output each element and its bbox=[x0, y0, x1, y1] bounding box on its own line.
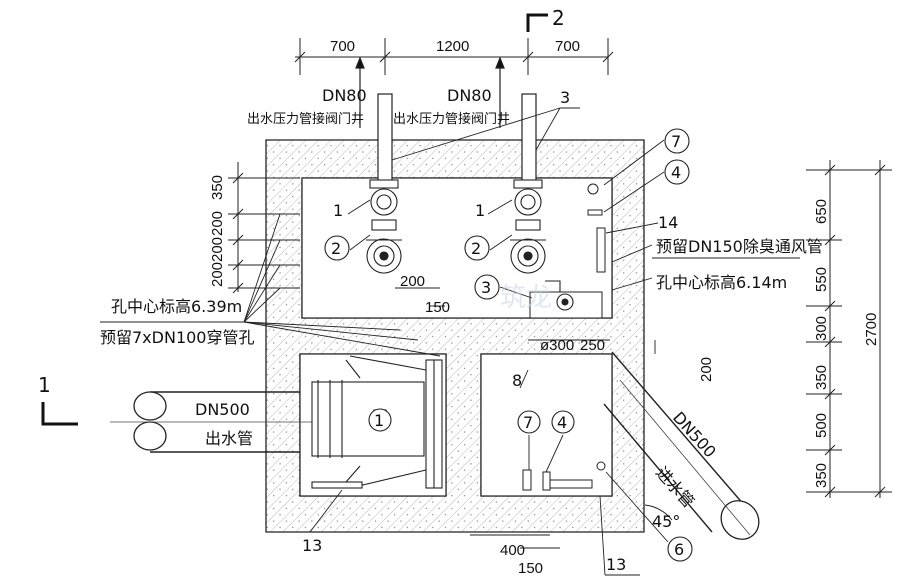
callout-14: 14 bbox=[658, 213, 678, 232]
top-dim-1: 700 bbox=[330, 38, 355, 55]
callout-8: 8 bbox=[512, 371, 522, 390]
callout-4a: 4 bbox=[671, 163, 681, 182]
outlet-pipe-label: 出水管 bbox=[205, 429, 253, 448]
left-dim-4: 200 bbox=[209, 262, 226, 287]
hole-leaders bbox=[100, 213, 441, 357]
outlet-size-label: DN500 bbox=[195, 400, 250, 419]
callout-13a: 13 bbox=[302, 536, 322, 555]
right-dim-5: 500 bbox=[813, 413, 830, 438]
inlet-size-label: DN500 bbox=[669, 408, 720, 461]
inner-dim-300: ø300 bbox=[540, 337, 574, 354]
right-dim-1: 650 bbox=[813, 199, 830, 224]
callout-leaders bbox=[309, 107, 669, 576]
inner-dim-200b: 200 bbox=[698, 357, 715, 382]
right-dim-3: 300 bbox=[813, 316, 830, 341]
callout-1b: 1 bbox=[475, 201, 485, 220]
inner-dim-400: 400 bbox=[500, 542, 525, 559]
left-dim-2: 200 bbox=[209, 211, 226, 236]
note-left-hole-center: 孔中心标高6.39m bbox=[111, 297, 242, 316]
callout-4b: 4 bbox=[557, 413, 567, 432]
right-dim-4: 350 bbox=[813, 365, 830, 390]
right-total: 2700 bbox=[863, 313, 880, 346]
section-mark-left: 1 bbox=[38, 373, 78, 426]
callout-1-circled: 1 bbox=[374, 411, 384, 430]
note-vent: 预留DN150除臭通风管 bbox=[656, 237, 823, 256]
pump-right bbox=[510, 179, 546, 274]
left-dim-3: 200 bbox=[209, 237, 226, 262]
right-dimension-chain bbox=[806, 160, 892, 498]
callout-3-top: 3 bbox=[560, 88, 570, 107]
section-mark-left-label: 1 bbox=[38, 373, 51, 397]
section-mark-top: 2 bbox=[526, 6, 565, 32]
note-right-hole-center: 孔中心标高6.14m bbox=[656, 273, 787, 292]
top-dim-3: 700 bbox=[555, 38, 580, 55]
outlet-pipe: DN500 出水管 bbox=[110, 391, 330, 453]
left-dimension-chain bbox=[228, 162, 300, 294]
right-note-leaders bbox=[611, 244, 800, 291]
angle-label: 45° bbox=[652, 512, 680, 531]
inner-dim-150a: 150 bbox=[425, 299, 450, 316]
callout-3: 3 bbox=[481, 278, 491, 297]
lower-right-fixtures bbox=[522, 461, 606, 491]
meter-3 bbox=[545, 280, 574, 311]
inner-dims bbox=[395, 287, 656, 549]
valve-well-right: 出水压力管接阀门井 bbox=[393, 111, 510, 127]
callout-6: 6 bbox=[674, 540, 684, 559]
callout-13b: 13 bbox=[606, 555, 626, 574]
valve-well-left: 出水压力管接阀门井 bbox=[247, 111, 364, 127]
pump-left bbox=[366, 179, 402, 274]
upper-right-fixtures bbox=[587, 183, 606, 273]
callout-7a: 7 bbox=[671, 132, 681, 151]
left-dim-1: 350 bbox=[209, 175, 226, 200]
inlet-pipe-label: 进水管 bbox=[652, 463, 698, 511]
inner-dim-200a: 200 bbox=[400, 273, 425, 290]
callout-2a: 2 bbox=[331, 239, 341, 258]
callout-7b: 7 bbox=[523, 413, 533, 432]
callout-2b: 2 bbox=[471, 239, 481, 258]
inner-dim-250: 250 bbox=[580, 337, 605, 354]
top-dim-2: 1200 bbox=[436, 38, 469, 55]
right-dim-2: 550 bbox=[813, 267, 830, 292]
callout-1a: 1 bbox=[333, 201, 343, 220]
top-dimension-chain bbox=[294, 38, 614, 75]
structure-walls bbox=[265, 139, 645, 533]
note-left-holes: 预留7xDN100穿管孔 bbox=[100, 328, 254, 347]
dn80-right: DN80 bbox=[447, 86, 492, 105]
section-mark-top-label: 2 bbox=[552, 6, 565, 30]
watermark: 筑龙 bbox=[500, 283, 552, 313]
right-dim-6: 350 bbox=[813, 463, 830, 488]
inner-dim-150b: 150 bbox=[518, 560, 543, 577]
dn80-left: DN80 bbox=[322, 86, 367, 105]
